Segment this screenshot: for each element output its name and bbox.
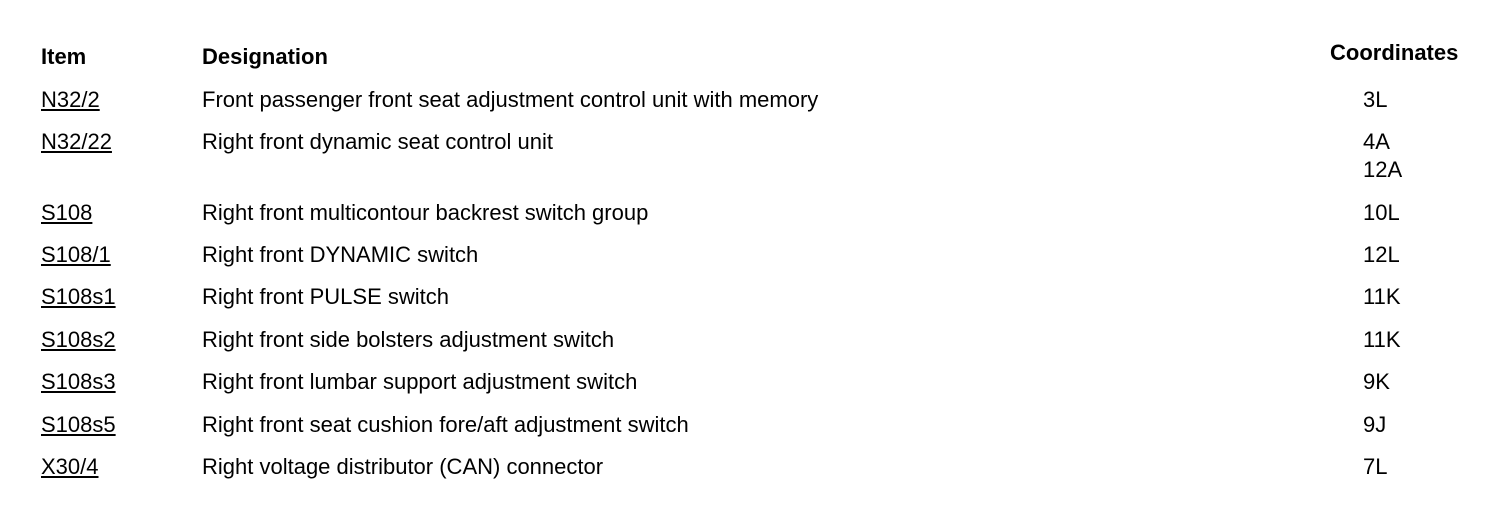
item-link[interactable]: S108s1: [41, 284, 116, 309]
coordinates-cell: 3L: [1363, 86, 1387, 114]
designation-text: Right front side bolsters adjustment swi…: [202, 327, 615, 352]
coordinate-value: 12A: [1363, 157, 1403, 182]
item-link[interactable]: X30/4: [41, 454, 99, 479]
designation-text: Right front DYNAMIC switch: [202, 242, 479, 267]
coordinates-cell: 11K: [1363, 326, 1401, 354]
designation-text: Right front seat cushion fore/aft adjust…: [202, 412, 689, 437]
designation-text: Right front lumbar support adjustment sw…: [202, 369, 638, 394]
coordinate-value: 7L: [1363, 454, 1388, 479]
coordinate-value: 9J: [1363, 412, 1387, 437]
item-link[interactable]: S108: [41, 200, 93, 225]
item-link[interactable]: S108s2: [41, 327, 116, 352]
designation-text: Right front dynamic seat control unit: [202, 129, 553, 154]
coordinates-cell: 7L: [1363, 453, 1387, 481]
designation-text: Front passenger front seat adjustment co…: [202, 87, 819, 112]
coordinate-value: 11K: [1363, 284, 1401, 309]
coordinate-value: 12L: [1363, 242, 1400, 267]
header-designation: Designation: [202, 44, 328, 69]
coordinates-cell: 10L: [1363, 199, 1400, 227]
coordinates-cell: 12L: [1363, 241, 1400, 269]
header-item: Item: [41, 44, 87, 69]
coordinate-value: 9K: [1363, 369, 1390, 394]
coordinate-value: 10L: [1363, 200, 1400, 225]
designation-text: Right front PULSE switch: [202, 284, 449, 309]
coordinate-value: 3L: [1363, 87, 1388, 112]
item-link[interactable]: S108/1: [41, 242, 111, 267]
item-link[interactable]: N32/2: [41, 87, 100, 112]
designation-text: Right voltage distributor (CAN) connecto…: [202, 454, 604, 479]
coordinates-cell: 11K: [1363, 283, 1401, 311]
header-coordinates: Coordinates: [1330, 40, 1459, 65]
designation-text: Right front multicontour backrest switch…: [202, 200, 649, 225]
coordinate-value: 11K: [1363, 327, 1401, 352]
item-link[interactable]: S108s5: [41, 412, 116, 437]
coordinates-cell: 4A 12A: [1363, 128, 1402, 184]
coordinate-value: 4A: [1363, 129, 1390, 154]
item-link[interactable]: S108s3: [41, 369, 116, 394]
coordinates-cell: 9K: [1363, 368, 1390, 396]
item-link[interactable]: N32/22: [41, 129, 112, 154]
coordinates-cell: 9J: [1363, 411, 1386, 439]
